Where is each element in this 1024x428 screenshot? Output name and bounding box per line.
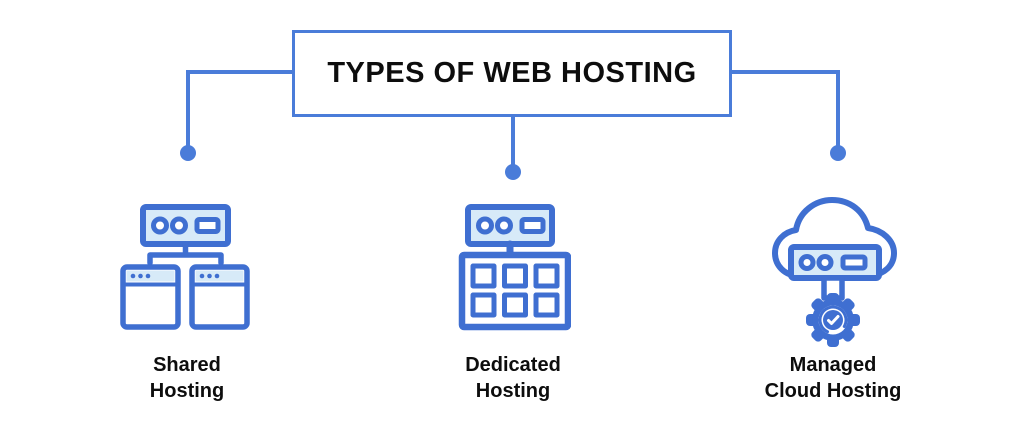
cloud-server-gear-icon [772, 197, 897, 347]
dedicated-server-grid-icon [458, 204, 571, 331]
connector-left-vertical [186, 70, 190, 150]
connector-left-dot [180, 145, 196, 161]
node-label-line: Managed [789, 354, 877, 376]
connector-left-horizontal [186, 70, 292, 74]
diagram-title: TYPES OF WEB HOSTING [327, 57, 697, 89]
shared-servers-icon [120, 204, 250, 330]
node-dedicated-hosting: Dedicated Hosting [433, 352, 593, 404]
node-label-line: Cloud Hosting [764, 380, 902, 402]
connector-center-vertical [511, 115, 515, 167]
connector-right-dot [830, 145, 846, 161]
node-label-line: Dedicated [465, 354, 561, 376]
title-box: TYPES OF WEB HOSTING [292, 30, 732, 117]
node-label-line: Hosting [475, 380, 551, 402]
node-label-line: Shared [153, 354, 221, 376]
node-shared-hosting: Shared Hosting [107, 352, 267, 404]
connector-right-vertical [836, 70, 840, 150]
node-label-line: Hosting [149, 380, 225, 402]
connector-center-dot [505, 164, 521, 180]
connector-right-horizontal [732, 70, 840, 74]
node-managed-cloud-hosting: Managed Cloud Hosting [743, 352, 923, 404]
